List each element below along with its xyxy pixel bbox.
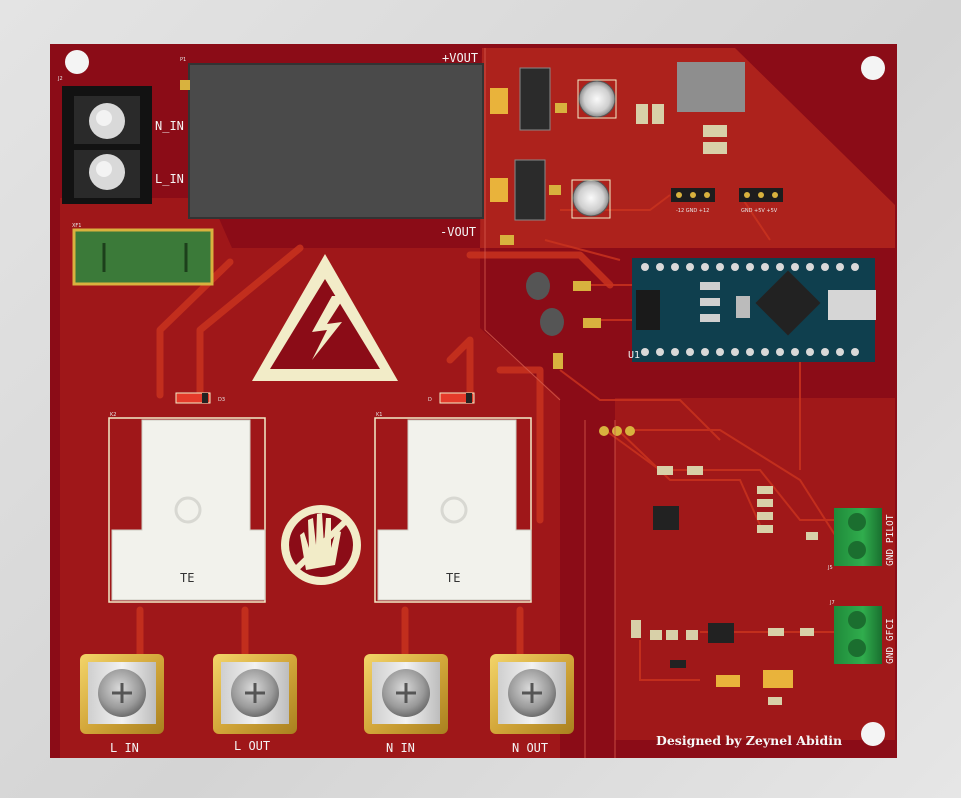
do-not-touch-hand-icon [281, 505, 361, 585]
high-voltage-warning-icon [252, 254, 398, 381]
gfci-circuit [631, 620, 814, 705]
arduino-designator: U1 [628, 350, 640, 361]
pilot-circuit [599, 426, 818, 540]
power-module-designator: P1 [180, 57, 186, 63]
screw-terminal-n-in [364, 654, 448, 734]
screw-terminal-l-in [80, 654, 164, 734]
screw-terminal-l-out [213, 654, 297, 734]
relay-k2-designator: K2 [110, 412, 116, 418]
j3-pins-label: GND +5V +5V [741, 208, 778, 214]
j1-pins-label: -12 GND +12 [676, 208, 709, 214]
terminal-n-in-label: N IN [386, 741, 415, 755]
relay-k1-diode-designator: D [428, 397, 432, 403]
regulators [514, 62, 745, 221]
copper-pours [60, 48, 895, 758]
pilot-terminal [834, 508, 882, 566]
screw-terminal-n-out [490, 654, 574, 734]
traces [136, 244, 614, 664]
smd-parts [500, 103, 727, 369]
arduino-nano-module [632, 258, 876, 362]
gfci-label: GND GFCI [885, 618, 896, 664]
vout-minus-label: -VOUT [440, 225, 476, 239]
designer-credit: Designed by Zeynel Abidin [656, 733, 842, 748]
svg-text:TE: TE [180, 571, 194, 585]
mounting-holes [65, 50, 885, 746]
pilot-label: GND PILOT [885, 514, 896, 566]
relay-k1: TE [374, 417, 532, 603]
routing-lines [484, 48, 616, 758]
relay-k2-diode-designator: D3 [218, 397, 225, 403]
relay-diodes [175, 392, 475, 404]
vout-plus-label: +VOUT [442, 51, 478, 65]
j2-designator: J2 [57, 76, 63, 82]
power-module [180, 63, 484, 219]
j7-designator: J7 [829, 600, 835, 606]
relay-k2: TE [108, 417, 266, 603]
relay-k1-designator: K1 [376, 412, 382, 418]
j5-designator: J5 [827, 565, 833, 571]
tantalum-caps [490, 88, 793, 688]
terminal-n-out-label: N OUT [512, 741, 548, 755]
electrolytic-caps [571, 79, 617, 219]
n-in-label: N_IN [155, 119, 184, 133]
svg-text:TE: TE [446, 571, 460, 585]
pin-headers [671, 188, 783, 202]
fuse-designator: XF1 [72, 223, 81, 229]
terminal-l-out-label: L OUT [234, 739, 270, 753]
l-in-input-label: L_IN [155, 172, 184, 186]
input-connector [62, 86, 152, 204]
fuse-holder [72, 228, 214, 286]
gfci-terminal [834, 606, 882, 664]
terminal-l-in-label: L IN [110, 741, 139, 755]
